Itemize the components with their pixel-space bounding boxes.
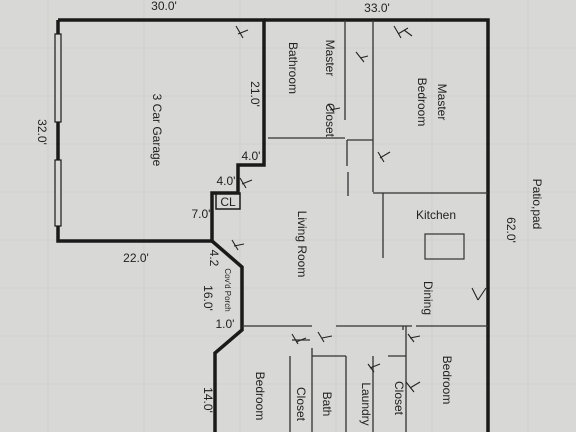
dim-garage-side: 32.0' [35,119,49,145]
area-patio: Patio,pad [530,179,544,230]
room-master-bathroom: Bathroom [286,42,300,94]
dim-wall-21: 21.0' [248,81,262,107]
dimension-labels: 30.0' 33.0' 32.0' 22.0' 21.0' 4.0' 4.0' … [35,0,518,413]
interior-walls [242,20,488,432]
dim-right-62: 62.0' [504,217,518,243]
room-closet-right: Closet [392,381,406,416]
room-dining: Dining [421,281,435,315]
kitchen-island [424,233,465,260]
room-bedroom-left: Bedroom [253,372,267,421]
dim-wall-4-2: 4.2 [207,250,221,267]
dim-wall-4a: 4.0' [242,149,261,163]
room-closet-cl: CL [220,195,236,209]
dim-wall-1: 1.0' [216,317,235,331]
room-master-closet-line1: Master [323,40,337,77]
room-kitchen: Kitchen [416,208,456,222]
room-garage: 3 Car Garage [150,94,164,167]
room-bath: Bath [320,392,334,417]
door-swings [231,25,487,393]
dim-garage-bottom: 22.0' [123,251,149,265]
dim-top-left: 30.0' [151,0,177,13]
room-labels: 3 Car Garage Bathroom Master Closet Mast… [150,40,544,426]
room-closet-left: Closet [294,387,308,422]
dim-top-right: 33.0' [364,1,390,15]
room-master-closet-line2: Closet [323,103,337,138]
room-living: Living Room [295,211,309,278]
room-laundry: Laundry [359,382,373,425]
room-covered-porch: Cov'd Porch [223,268,232,311]
garage-windows [54,33,62,227]
room-master-bedroom-line1: Master [435,84,449,121]
room-bedroom-right: Bedroom [440,356,454,405]
dim-wall-14: 14.0' [201,387,215,413]
dim-wall-7: 7.0' [192,207,211,221]
dim-porch-16: 16.0' [201,285,215,311]
dim-wall-4b: 4.0' [217,174,236,188]
room-master-bedroom-line2: Bedroom [415,78,429,127]
closet-cl-box [215,192,241,210]
